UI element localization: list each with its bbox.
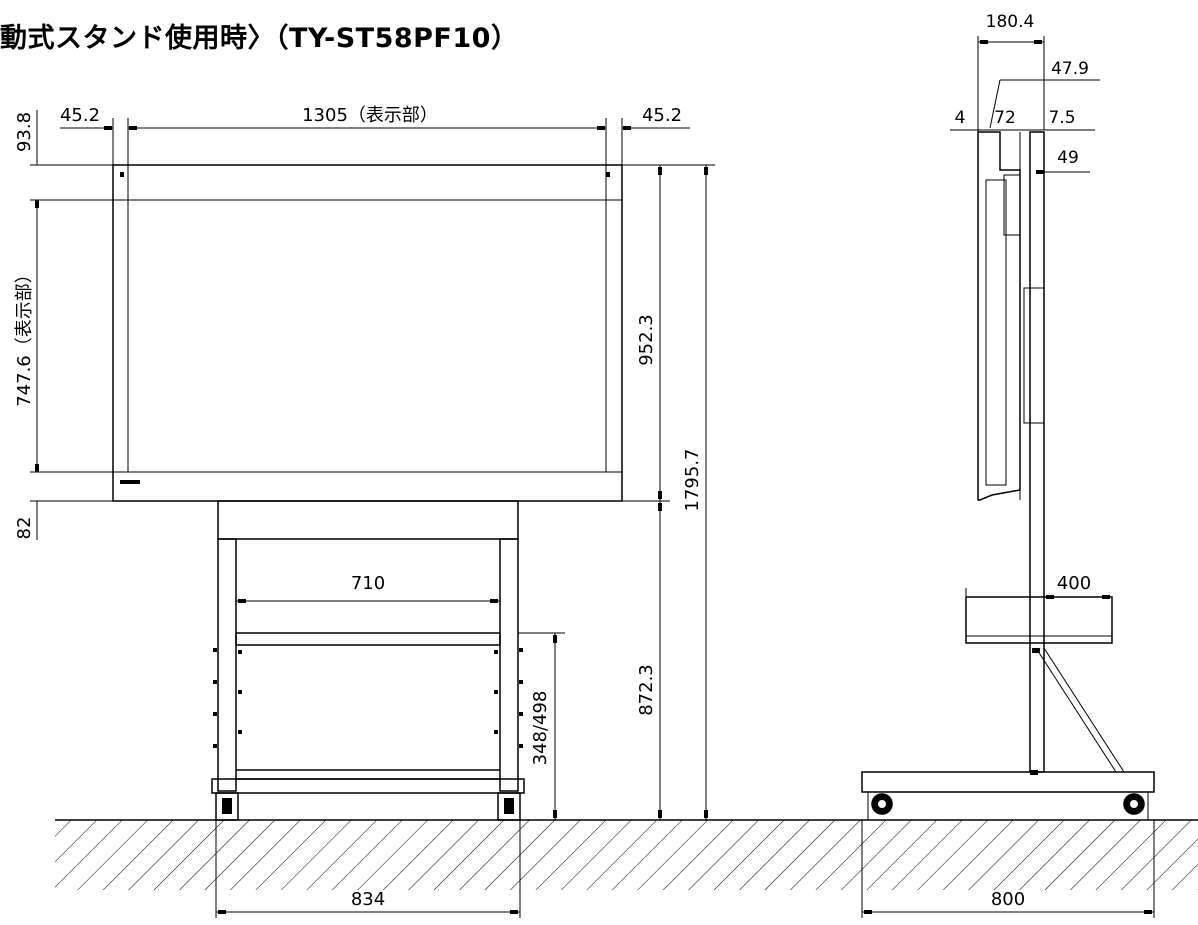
- side-shelf: [965, 596, 1113, 644]
- label-depth-b: 4: [955, 108, 966, 128]
- diagram-title: 動式スタンド使用時〉（TY-ST58PF10）: [0, 23, 519, 54]
- label-display-height: 747.6（表示部）: [14, 265, 35, 407]
- display-side-profile: [977, 131, 1021, 501]
- side-base: [861, 771, 1155, 793]
- label-total-depth: 180.4: [986, 12, 1035, 32]
- label-depth-e: 49: [1057, 148, 1079, 168]
- power-indicator: [120, 480, 140, 484]
- stand-base: [211, 778, 525, 794]
- stand-column-right: [499, 538, 519, 792]
- front-view: [30, 110, 715, 918]
- label-depth-a: 47.9: [1051, 59, 1089, 79]
- label-bezel-right: 45.2: [642, 105, 682, 126]
- stand-column-left: [217, 538, 237, 792]
- caster-left: [215, 792, 239, 821]
- label-base-depth: 800: [991, 889, 1025, 910]
- label-base-width: 834: [351, 889, 385, 910]
- label-stand-height: 872.3: [636, 664, 657, 716]
- caster-right: [497, 792, 521, 821]
- label-shelf-height: 348/498: [530, 691, 551, 766]
- label-depth-c: 72: [994, 108, 1016, 128]
- label-bottom-margin: 82: [14, 517, 35, 540]
- label-panel-height: 952.3: [636, 314, 657, 366]
- stand-pole: [1029, 131, 1045, 773]
- stand-neck: [217, 500, 519, 540]
- side-view: [861, 36, 1155, 918]
- stand-shelf: [235, 632, 501, 646]
- label-column-spacing: 710: [351, 573, 385, 594]
- label-display-width: 1305（表示部）: [302, 105, 438, 126]
- display-panel: [112, 164, 623, 502]
- side-dimension-ticks: [864, 40, 1152, 914]
- front-dimension-ticks: [35, 126, 708, 914]
- label-top-margin: 93.8: [14, 112, 35, 152]
- label-shelf-depth: 400: [1057, 573, 1091, 594]
- label-total-height: 1795.7: [682, 449, 703, 512]
- label-bezel-left: 45.2: [60, 105, 100, 126]
- label-depth-d: 7.5: [1048, 108, 1075, 128]
- ground: [55, 819, 1198, 890]
